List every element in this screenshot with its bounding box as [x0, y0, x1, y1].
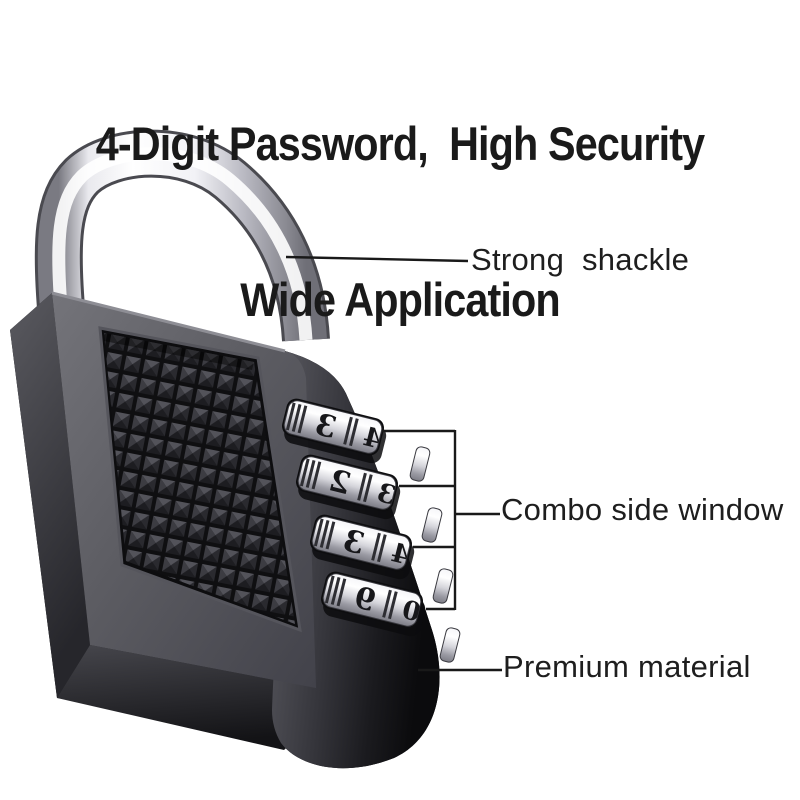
texture-panel	[98, 326, 302, 633]
combination-dial: 3 4	[310, 514, 415, 580]
lock-body	[10, 291, 461, 769]
material-label: Premium material	[503, 649, 751, 684]
dial-edge-glints	[409, 446, 461, 663]
callout-lines	[285, 255, 502, 672]
body-left-side	[10, 293, 90, 698]
callout-line	[285, 255, 469, 263]
body-bottom-face	[57, 645, 316, 750]
shackle-label: Strong shackle	[471, 242, 690, 277]
combination-dial: 2 3	[296, 454, 401, 520]
combo-window-label: Combo side window	[501, 492, 784, 527]
combination-dial: 9 0	[321, 571, 426, 637]
title-line-2: Wide Application	[240, 273, 560, 326]
combination-dial: 3 4	[282, 398, 387, 464]
title-line-1: 4-Digit Password, High Security	[95, 117, 705, 170]
page-title: 4-Digit Password, High Security Wide App…	[48, 14, 752, 430]
shackle	[34, 129, 330, 342]
combination-dials: 3 4 2 3	[282, 398, 426, 637]
top-bevel-highlight	[51, 291, 286, 353]
shackle-highlight	[52, 147, 313, 341]
panel-inner-shadow	[104, 333, 254, 370]
